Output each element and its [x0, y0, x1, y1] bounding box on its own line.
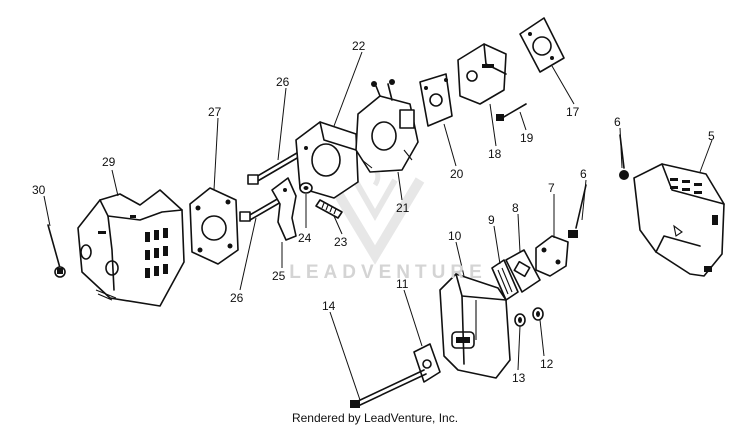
watermark-text: LEADVENTURE: [289, 262, 487, 283]
part-22-adapter[interactable]: [295, 121, 359, 199]
callout-6-lower: 6: [580, 167, 587, 181]
callout-13: 13: [512, 371, 526, 385]
part-7-flange-plate[interactable]: [535, 235, 569, 277]
part-18-filter-base[interactable]: [457, 43, 507, 105]
callout-26-upper: 26: [276, 75, 290, 89]
part-29-engine-cover[interactable]: [77, 189, 185, 307]
part-8-gasket[interactable]: [505, 249, 541, 293]
part-12-nut[interactable]: [532, 307, 544, 321]
part-9-baffle[interactable]: [491, 259, 519, 301]
callout-24: 24: [298, 231, 312, 245]
callout-11: 11: [396, 277, 409, 291]
callout-26-lower: 26: [230, 291, 244, 305]
callout-10: 10: [448, 229, 462, 243]
callout-30: 30: [32, 183, 46, 197]
leader-lines: [43, 51, 713, 401]
callout-12: 12: [540, 357, 554, 371]
part-25-bracket[interactable]: [271, 177, 297, 241]
callout-21: 21: [396, 201, 410, 215]
callout-20: 20: [450, 167, 464, 181]
callout-27: 27: [208, 105, 222, 119]
part-5-muffler-cover[interactable]: [633, 163, 725, 277]
callout-8: 8: [512, 201, 519, 215]
callout-7: 7: [548, 181, 555, 195]
callout-14: 14: [322, 299, 336, 313]
part-23-stud[interactable]: [315, 199, 343, 219]
part-13-nut[interactable]: [514, 313, 526, 327]
callout-6-upper: 6: [614, 115, 621, 129]
callout-18: 18: [488, 147, 502, 161]
callout-9: 9: [488, 213, 495, 227]
part-21-carburetor[interactable]: [355, 79, 419, 173]
callout-22: 22: [352, 39, 366, 53]
part-26-bolt-upper[interactable]: [247, 149, 305, 185]
callout-29: 29: [102, 155, 116, 169]
callout-5: 5: [708, 129, 715, 143]
callout-23: 23: [334, 235, 348, 249]
part-17-gasket[interactable]: [519, 17, 565, 73]
callout-25: 25: [272, 269, 286, 283]
part-27-gasket[interactable]: [189, 187, 239, 265]
callout-17: 17: [566, 105, 580, 119]
part-30-screw[interactable]: [47, 224, 66, 278]
callout-labels: 30 29 27 26 26 22 25 24 23 21 20 18 19 1…: [32, 39, 715, 385]
part-19-screw[interactable]: [496, 103, 527, 121]
part-10-muffler[interactable]: [439, 273, 511, 379]
part-11-gasket[interactable]: [413, 343, 441, 383]
render-credit-caption: Rendered by LeadVenture, Inc.: [291, 411, 459, 425]
callout-19: 19: [520, 131, 534, 145]
part-14-bolt[interactable]: [350, 369, 427, 408]
part-20-gasket[interactable]: [419, 73, 453, 127]
part-24-nut[interactable]: [299, 182, 313, 194]
